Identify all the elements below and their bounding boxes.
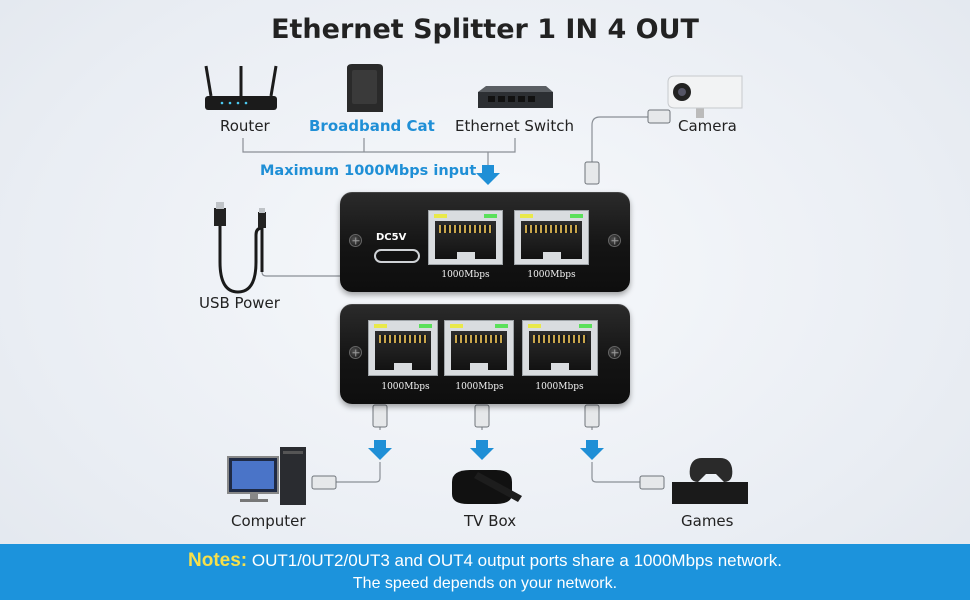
camera-device-icon <box>667 75 743 118</box>
status-led-green <box>570 214 583 218</box>
screw-icon <box>349 346 362 359</box>
plug-out-3 <box>584 404 600 428</box>
ethernet-switch-label: Ethernet Switch <box>455 117 574 135</box>
input-port-1[interactable] <box>428 210 503 265</box>
status-led-yellow <box>374 324 387 328</box>
status-led-green <box>484 214 497 218</box>
screw-icon <box>608 346 621 359</box>
usb-power-label: USB Power <box>199 294 280 312</box>
port-speed-label: 1000Mbps <box>441 270 490 280</box>
output-port-1[interactable] <box>368 320 438 376</box>
output-port-2[interactable] <box>444 320 514 376</box>
game-console-icon <box>672 458 748 504</box>
notes-line-1: Notes: OUT1/0UT2/0UT3 and OUT4 output po… <box>0 550 970 572</box>
camera-label: Camera <box>678 117 737 135</box>
computer-icon <box>227 447 306 505</box>
broadband-cat-label: Broadband Cat <box>309 117 435 135</box>
max-input-label: Maximum 1000Mbps input <box>260 163 477 179</box>
tv-box-icon <box>452 470 522 504</box>
usb-c-port[interactable] <box>374 249 420 263</box>
notes-line-2: The speed depends on your network. <box>352 575 618 592</box>
output-port-3[interactable] <box>522 320 598 376</box>
camera-plug-top <box>647 109 671 124</box>
usb-plug-c <box>258 212 266 228</box>
out-arrow-2 <box>470 440 494 460</box>
port-speed-label: 1000Mbps <box>455 382 504 392</box>
usb-plug-a <box>214 208 226 226</box>
camera-port[interactable] <box>514 210 589 265</box>
splitter-input-unit: DC5V 1000Mbps 1000Mbps <box>340 192 630 292</box>
page-title: Ethernet Splitter 1 IN 4 OUT <box>271 14 699 45</box>
out-arrow-1 <box>368 440 392 460</box>
camera-plug-bottom <box>584 161 600 185</box>
status-led-green <box>579 324 592 328</box>
notes-banner: Notes: OUT1/0UT2/0UT3 and OUT4 output po… <box>0 544 970 600</box>
status-led-yellow <box>528 324 541 328</box>
computer-label: Computer <box>231 512 306 530</box>
input-arrow <box>476 165 500 185</box>
status-led-yellow <box>520 214 533 218</box>
status-led-green <box>419 324 432 328</box>
port-speed-label: 1000Mbps <box>527 270 576 280</box>
screw-icon <box>349 234 362 247</box>
status-led-yellow <box>434 214 447 218</box>
plug-out-2 <box>474 404 490 428</box>
modem-icon <box>347 64 383 112</box>
router-icon <box>204 65 278 110</box>
dc-label: DC5V <box>376 232 407 243</box>
plug-games <box>639 475 665 490</box>
splitter-output-unit: 1000Mbps 1000Mbps 1000Mbps <box>340 304 630 404</box>
switch-icon <box>478 86 553 108</box>
notes-text-1: OUT1/0UT2/0UT3 and OUT4 output ports sha… <box>251 551 782 570</box>
out-arrow-3 <box>580 440 604 460</box>
games-label: Games <box>681 512 734 530</box>
router-label: Router <box>220 117 270 135</box>
plug-computer <box>311 475 337 490</box>
tv-box-label: TV Box <box>464 512 517 530</box>
screw-icon <box>608 234 621 247</box>
notes-heading: Notes: <box>188 550 248 571</box>
port-speed-label: 1000Mbps <box>535 382 584 392</box>
usb-cable-icon <box>218 222 264 294</box>
status-led-green <box>495 324 508 328</box>
port-speed-label: 1000Mbps <box>381 382 430 392</box>
status-led-yellow <box>450 324 463 328</box>
plug-out-1 <box>372 404 388 428</box>
